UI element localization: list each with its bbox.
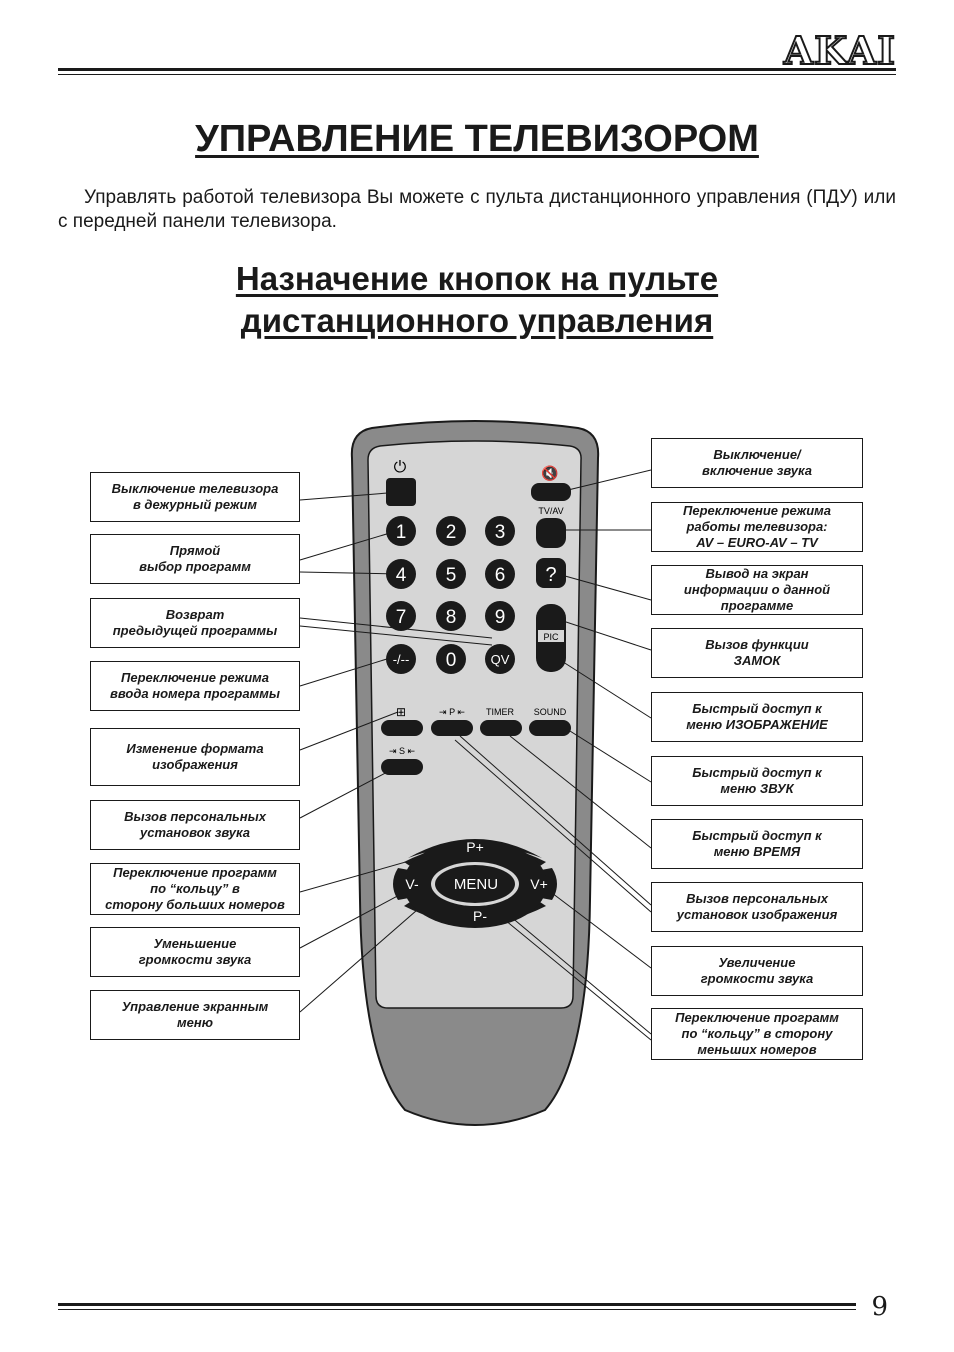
p-minus-label: P- [473,908,487,924]
digit-8-button[interactable] [436,601,466,631]
digit-5-button[interactable] [436,559,466,589]
personal-sound-button[interactable] [381,759,423,775]
callout-time-menu: Быстрый доступ к меню ВРЕМЯ [651,819,863,869]
callout-info: Вывод на экран информации о данной прогр… [651,565,863,615]
dash-button[interactable] [386,644,416,674]
callout-aspect: Изменение формата изображения [90,728,300,786]
digit-1-label: 1 [396,522,407,543]
callout-direct-select: Прямой выбор программ [90,534,300,584]
timer-label: TIMER [486,707,514,717]
timer-button[interactable] [480,720,522,736]
callout-mute: Выключение/ включение звука [651,438,863,488]
p-label: ⇥ P ⇤ [439,707,465,717]
digit-7-label: 7 [396,607,407,628]
callout-sound-menu: Быстрый доступ к меню ЗВУК [651,756,863,806]
digit-7-button[interactable] [386,601,416,631]
intro-paragraph: Управлять работой телевизора Вы можете с… [58,187,896,232]
s-label: ⇥ S ⇤ [389,746,416,756]
callout-picture-menu: Быстрый доступ к меню ИЗОБРАЖЕНИЕ [651,692,863,742]
mute-icon: 🔇 [541,465,558,482]
p-plus-button[interactable] [408,839,542,858]
footer-rule [58,1303,856,1306]
menu-label: MENU [454,876,498,893]
power-button[interactable] [386,478,416,506]
v-plus-label: V+ [530,876,548,892]
digit-0-button[interactable] [436,644,466,674]
callout-personal-picture: Вызов персональных установок изображения [651,882,863,932]
qv-button[interactable] [485,644,515,674]
section-title: Назначение кнопок на пульте дистанционно… [0,258,954,342]
callout-volume-up: Увеличение громкости звука [651,946,863,996]
dash-label: -/-- [393,652,410,667]
digit-3-button[interactable] [485,516,515,546]
callout-digit-mode: Переключение режима ввода номера програм… [90,661,300,711]
page-number: 9 [871,1292,888,1322]
digit-9-label: 9 [495,607,506,628]
callout-personal-sound: Вызов персональных установок звука [90,800,300,850]
v-minus-label: V- [405,876,419,892]
tvav-button[interactable] [536,518,566,548]
section-title-line-1: Назначение кнопок на пульте [235,260,719,297]
tvav-label: TV/AV [538,506,563,516]
personal-picture-button[interactable] [431,720,473,736]
digit-1-button[interactable] [386,516,416,546]
power-icon: ⏻ [394,459,407,476]
header-rule [58,68,896,71]
digit-4-button[interactable] [386,559,416,589]
pic-label: PIC [543,632,559,642]
digit-2-label: 2 [446,522,457,543]
callout-program-up: Переключение программ по “кольцу” в стор… [90,863,300,915]
digit-buttons: 1 2 3 4 5 6 7 8 9 -/-- 0 QV [386,516,515,674]
callout-volume-down: Уменьшение громкости звука [90,927,300,977]
digit-8-label: 8 [446,607,457,628]
digit-5-label: 5 [446,565,457,586]
footer-rule-thin [58,1309,856,1310]
page-title: УПРАВЛЕНИЕ ТЕЛЕВИЗОРОМ [195,118,759,160]
aspect-button[interactable] [381,720,423,736]
digit-6-button[interactable] [485,559,515,589]
qv-label: QV [491,652,510,667]
mute-button[interactable] [531,483,571,501]
callout-menu: Управление экранным меню [90,990,300,1040]
digit-3-label: 3 [495,522,506,543]
callout-lock: Вызов функции ЗАМОК [651,628,863,678]
callout-previous-program: Возврат предыдущей программы [90,598,300,648]
header-rule-thin [58,74,896,75]
digit-0-label: 0 [446,650,457,671]
digit-2-button[interactable] [436,516,466,546]
info-label: ? [545,564,556,586]
section-title-line-2: дистанционного управления [240,302,714,339]
nav-cluster: P+ P- V- V+ MENU [393,839,557,928]
callout-tvav: Переключение режима работы телевизора: A… [651,502,863,552]
info-button[interactable] [536,558,566,588]
aspect-icon: ⊞ [396,705,406,719]
digit-6-label: 6 [495,565,506,586]
callout-standby: Выключение телевизора в дежурный режим [90,472,300,522]
sound-label: SOUND [534,707,567,717]
digit-9-button[interactable] [485,601,515,631]
p-plus-label: P+ [466,839,484,855]
callout-program-down: Переключение программ по “кольцу” в стор… [651,1008,863,1060]
digit-4-label: 4 [396,565,407,586]
brand-logo: AKAI [783,27,896,74]
menu-button[interactable] [435,865,515,903]
sound-button[interactable] [529,720,571,736]
